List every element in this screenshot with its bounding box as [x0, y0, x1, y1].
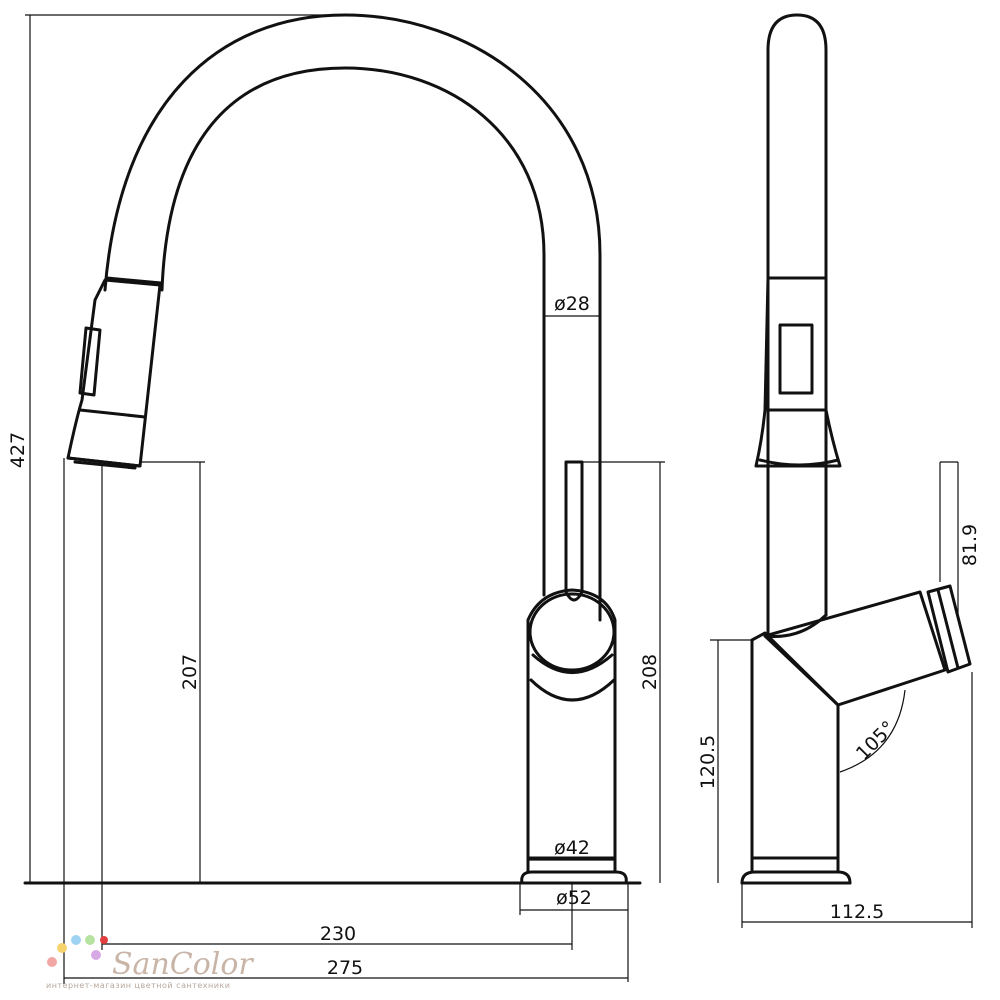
- dim-handle-length: 81.9: [959, 524, 981, 566]
- dim-total-height: 427: [7, 432, 29, 468]
- faucet-body: [526, 588, 617, 874]
- dim-body-height: 120.5: [697, 735, 719, 789]
- logo-dot-1: [47, 957, 57, 967]
- dim-spout-reach: 230: [320, 923, 356, 945]
- logo-tagline: интернет-магазин цветной сантехники: [46, 981, 230, 990]
- side-body: [750, 631, 840, 874]
- dim-base-diameter: ø52: [556, 887, 592, 909]
- base-plate: [520, 870, 628, 885]
- side-spout: [766, 13, 828, 638]
- spout-outer: [103, 13, 602, 622]
- dim-spout-outlet-height: 207: [179, 654, 201, 690]
- spray-button: [78, 326, 102, 397]
- handle-lever: [564, 460, 584, 602]
- logo-dot-3: [71, 935, 81, 945]
- side-handle-lever: [763, 590, 947, 707]
- side-spray-head: [754, 276, 842, 468]
- sancolor-logo: SanColor интернет-магазин цветной сантех…: [46, 935, 254, 990]
- front-view: [23, 13, 665, 984]
- handle-knob: [528, 592, 616, 672]
- logo-dot-2: [57, 943, 67, 953]
- dim-total-reach: 275: [327, 957, 363, 979]
- dim-handle-top-height: 208: [639, 654, 661, 690]
- side-spray-button: [778, 323, 814, 395]
- logo-dot-6: [100, 936, 108, 944]
- dim-spout-diameter: ø28: [554, 293, 590, 315]
- side-base-plate: [740, 870, 852, 885]
- logo-dot-4: [85, 935, 95, 945]
- dim-handle-angle: 105°: [852, 717, 900, 765]
- angle-arc: [839, 689, 906, 773]
- spout-inner: [160, 66, 546, 597]
- dim-body-diameter: ø42: [554, 837, 590, 859]
- side-view: [710, 13, 973, 928]
- dim-side-depth: 112.5: [830, 901, 884, 923]
- logo-dot-5: [91, 950, 101, 960]
- logo-brand: SanColor: [112, 947, 254, 982]
